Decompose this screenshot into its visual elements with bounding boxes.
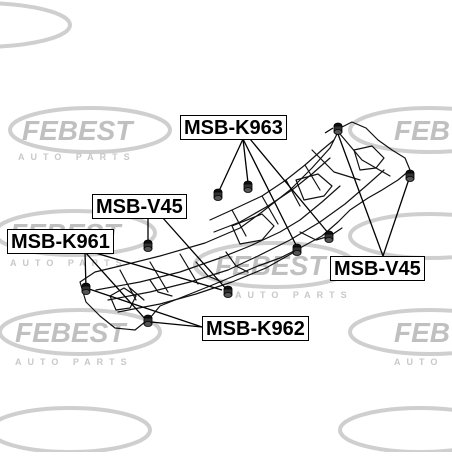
bushing-k961: [81, 282, 91, 295]
watermark-logo: [348, 212, 452, 260]
leader-lines: [84, 127, 411, 328]
part-label-msb-v45-right: MSB-V45: [330, 256, 425, 281]
bushings: [81, 122, 415, 327]
watermark-logo: FEB AUTO: [348, 308, 452, 367]
frame-rail: [107, 169, 385, 301]
bushing-k963: [292, 243, 302, 256]
bushing-v45: [333, 122, 343, 135]
frame-detail: [311, 133, 391, 181]
frame-detail: [129, 279, 173, 301]
watermark-logo: [0, 1, 72, 49]
svg-text:FEBEST: FEBEST: [15, 317, 128, 348]
svg-text:AUTO: AUTO: [394, 357, 443, 367]
svg-text:FEBEST: FEBEST: [22, 115, 135, 146]
frame-rail: [213, 157, 331, 233]
bushing-v45: [405, 169, 415, 182]
bushing-k963: [213, 188, 223, 201]
bushing-v45: [143, 239, 153, 252]
watermark-logo: FEB: [348, 106, 452, 154]
subframe-drawing: [79, 121, 411, 331]
frame-crossmember: [119, 253, 199, 301]
frame-rail: [95, 185, 341, 291]
bushing-k963: [243, 180, 253, 193]
svg-text:AUTO PARTS: AUTO PARTS: [18, 152, 136, 162]
svg-text:AUTO PARTS: AUTO PARTS: [10, 258, 128, 268]
part-label-msb-k961: MSB-K961: [7, 229, 114, 254]
watermark-logo: FEBEST AUTO PARTS: [0, 308, 162, 367]
bushing-k963: [324, 230, 334, 243]
frame-detail: [299, 227, 343, 241]
frame-bracket: [295, 173, 333, 201]
svg-text:FEB: FEB: [394, 115, 450, 146]
frame-bracket: [231, 213, 275, 245]
frame-bracket: [109, 287, 137, 311]
part-label-msb-k962: MSB-K962: [202, 316, 309, 341]
bushing-v45: [223, 285, 233, 298]
part-label-msb-v45-left: MSB-V45: [92, 194, 187, 219]
frame-outline: [79, 121, 411, 331]
frame-bracket: [353, 145, 385, 171]
svg-text:AUTO PARTS: AUTO PARTS: [15, 357, 133, 367]
svg-text:AUTO PARTS: AUTO PARTS: [235, 290, 353, 300]
part-label-msb-k963: MSB-K963: [180, 115, 287, 140]
bushing-k962: [143, 314, 153, 327]
svg-text:FEB: FEB: [394, 317, 450, 348]
watermark-logo: [0, 406, 452, 454]
watermark-logo: FEBEST AUTO PARTS: [8, 106, 172, 162]
